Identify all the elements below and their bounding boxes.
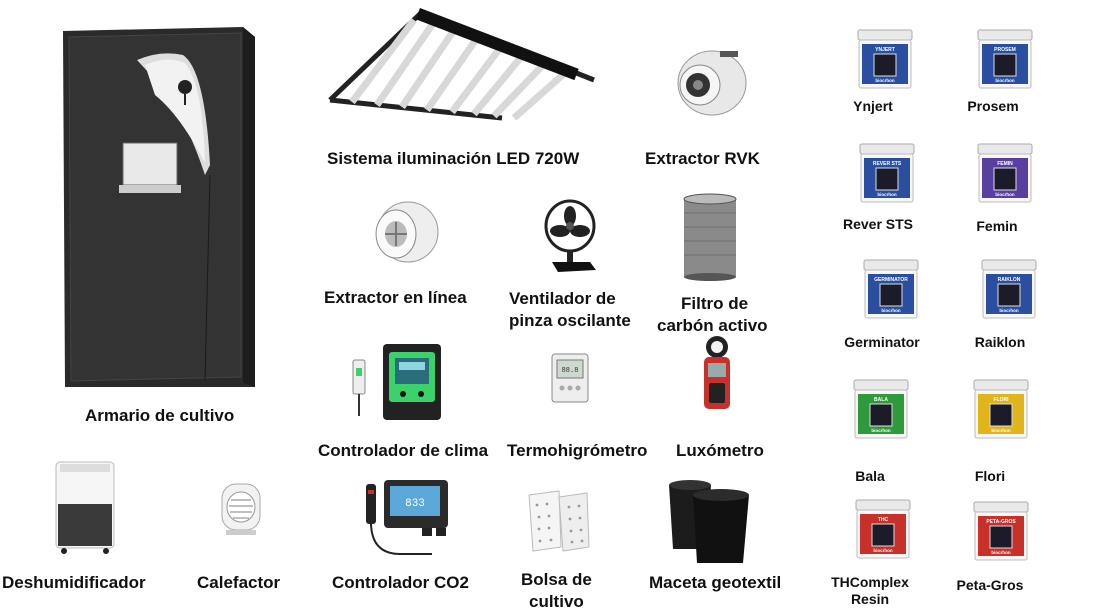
jar-brand-label: FEMIN <box>997 161 1013 167</box>
rvk-label: Extractor RVK <box>645 149 760 168</box>
jar-peta-gros-image: PETA-GROS biocrhon <box>973 501 1029 561</box>
jar-rever-sts-image: REVER STS biocrhon <box>859 143 915 203</box>
jar-brand-name: biocrhon <box>995 78 1014 83</box>
jar-brand-label: REVER STS <box>873 161 902 167</box>
svg-text:88.8: 88.8 <box>562 367 579 375</box>
filter-label-2: carbón activo <box>657 316 768 335</box>
jar-brand-label: PROSEM <box>994 47 1016 53</box>
jar-label: Germinator <box>844 334 920 350</box>
jar-brand-label: BALA <box>874 397 888 403</box>
grow-bag-image <box>528 490 590 552</box>
jar-ynjert-image: YNJERT biocrhon <box>857 29 913 89</box>
jar-label: Flori <box>974 468 1006 484</box>
jar-brand-label: THC <box>878 517 889 523</box>
svg-text:833: 833 <box>405 498 425 510</box>
grow-bag-label-1: Bolsa de <box>521 570 592 589</box>
inline-extractor-image <box>375 201 439 263</box>
jar-brand-name: biocrhon <box>871 428 890 433</box>
fabric-pot-image <box>669 480 749 563</box>
jar-label: Raiklon <box>974 334 1026 350</box>
fan-label-2: pinza oscilante <box>509 311 631 330</box>
led-label: Sistema iluminación LED 720W <box>327 149 580 168</box>
climate-controller-image <box>352 344 441 420</box>
jar-label: Peta-Gros <box>956 577 1024 593</box>
rvk-extractor-image <box>677 50 747 116</box>
lux-meter-label: Luxómetro <box>676 441 764 460</box>
fabric-pot-label: Maceta geotextil <box>649 573 782 592</box>
co2-controller-image: 833 <box>366 480 448 555</box>
jar-raiklon-image: RAIKLON biocrhon <box>981 259 1037 319</box>
jar-brand-label: RAIKLON <box>998 277 1021 283</box>
led-light-image <box>328 8 595 121</box>
jar-label: Bala <box>855 468 885 484</box>
jar-brand-name: biocrhon <box>999 308 1018 313</box>
jar-label: Prosem <box>967 98 1019 114</box>
jar-brand-label: GERMINATOR <box>874 277 908 283</box>
jar-flori-image: FLORI biocrhon <box>973 379 1029 439</box>
jar-brand-label: PETA-GROS <box>986 519 1016 525</box>
thermohygrometer-label: Termohigrómetro <box>507 441 648 460</box>
carbon-filter-image <box>683 193 737 281</box>
jar-brand-name: biocrhon <box>995 192 1014 197</box>
jar-brand-name: biocrhon <box>873 548 892 553</box>
jar-label: Rever STS <box>842 216 914 232</box>
thermohygrometer-image: 88.8 <box>551 353 589 403</box>
jar-prosem-image: PROSEM biocrhon <box>977 29 1033 89</box>
jar-brand-name: biocrhon <box>991 428 1010 433</box>
jar-thcomplex-image: THC biocrhon <box>855 499 911 559</box>
jar-bala-image: BALA biocrhon <box>853 379 909 439</box>
jar-brand-name: biocrhon <box>875 78 894 83</box>
jar-germinator-image: GERMINATOR biocrhon <box>863 259 919 319</box>
jar-brand-name: biocrhon <box>877 192 896 197</box>
tent-label: Armario de cultivo <box>85 406 235 425</box>
dehumidifier-label: Deshumidificador <box>2 573 146 592</box>
jar-brand-label: FLORI <box>994 397 1010 403</box>
grow-bag-label-2: cultivo <box>529 592 584 611</box>
jar-femin-image: FEMIN biocrhon <box>977 143 1033 203</box>
inline-extractor-label: Extractor en línea <box>324 288 467 307</box>
jar-brand-name: biocrhon <box>881 308 900 313</box>
filter-label-1: Filtro de <box>681 294 749 313</box>
jar-brand-name: biocrhon <box>991 550 1010 555</box>
jar-brand-label: YNJERT <box>875 47 895 53</box>
heater-image <box>221 483 261 535</box>
fan-label-1: Ventilador de <box>509 289 616 308</box>
jar-label: Ynjert <box>853 98 893 114</box>
heater-label: Calefactor <box>197 573 281 592</box>
dehumidifier-image <box>55 461 115 554</box>
lux-meter-image <box>704 336 730 409</box>
jar-label: Femin <box>976 218 1018 234</box>
grow-tent-image <box>63 27 255 387</box>
clip-fan-image <box>544 199 596 272</box>
co2-controller-label: Controlador CO2 <box>332 573 469 592</box>
climate-controller-label: Controlador de clima <box>318 441 489 460</box>
